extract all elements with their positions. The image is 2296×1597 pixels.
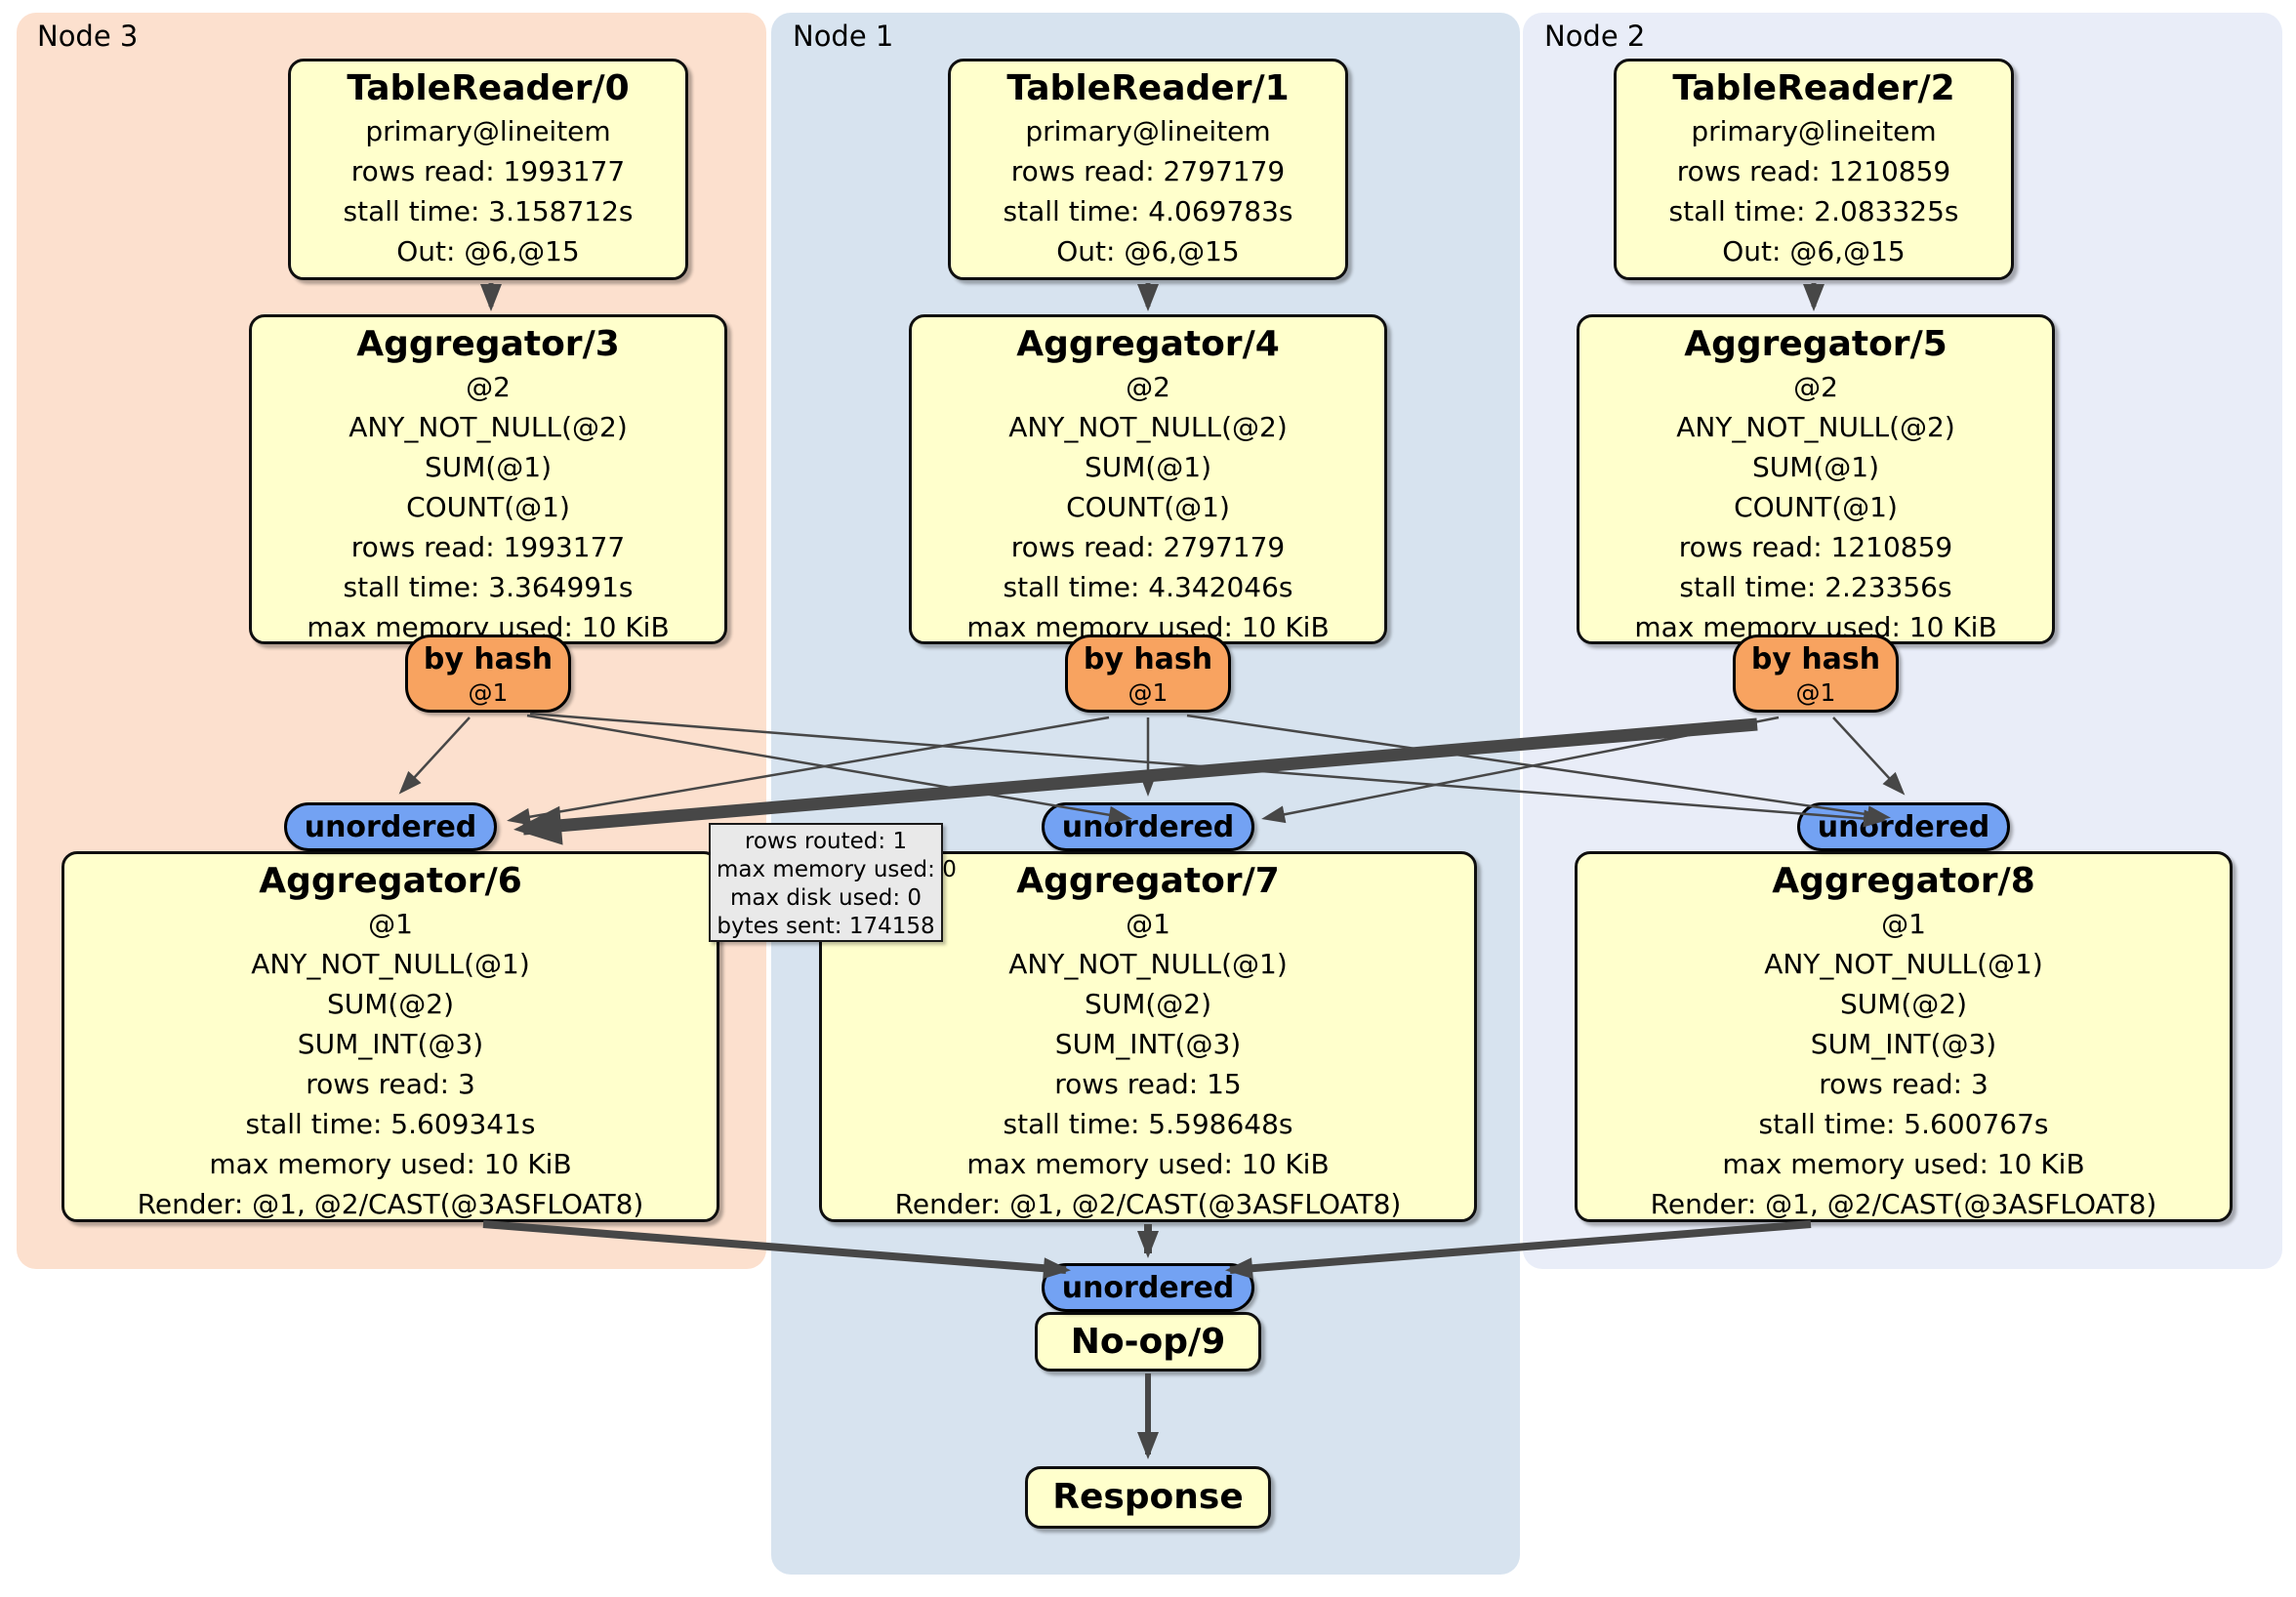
sync-unordered-node2: unordered xyxy=(1797,802,2010,851)
processor-line: stall time: 5.600767s xyxy=(1758,1108,2049,1140)
processor-line: ANY_NOT_NULL(@1) xyxy=(1008,948,1288,980)
processor-title: Aggregator/4 xyxy=(1016,324,1280,364)
processor-line: primary@lineitem xyxy=(1691,115,1937,147)
processor-title: Aggregator/5 xyxy=(1684,324,1948,364)
processor-line: rows read: 1993177 xyxy=(350,531,626,563)
processor-tablereader-2: TableReader/2 primary@lineitem rows read… xyxy=(1614,59,2014,280)
processor-line: stall time: 5.598648s xyxy=(1003,1108,1293,1140)
processor-line: @1 xyxy=(1126,908,1170,940)
router-detail: @1 xyxy=(468,678,509,707)
processor-title: Aggregator/7 xyxy=(1016,861,1280,901)
processor-title: Response xyxy=(1052,1477,1244,1517)
tooltip-line: bytes sent: 174158 xyxy=(717,914,935,939)
processor-line: ANY_NOT_NULL(@1) xyxy=(1764,948,2043,980)
processor-aggregator-4: Aggregator/4 @2 ANY_NOT_NULL(@2) SUM(@1)… xyxy=(909,314,1387,644)
processor-line: SUM_INT(@3) xyxy=(297,1028,484,1060)
processor-line: Out: @6,@15 xyxy=(1056,235,1240,267)
processor-line: rows read: 2797179 xyxy=(1010,531,1286,563)
processor-line: Out: @6,@15 xyxy=(396,235,580,267)
router-by-hash-node1: by hash @1 xyxy=(1065,635,1231,713)
processor-line: @1 xyxy=(1881,908,1926,940)
processor-line: ANY_NOT_NULL(@2) xyxy=(348,411,628,443)
processor-title: Aggregator/6 xyxy=(259,861,522,901)
processor-line: SUM(@2) xyxy=(1084,988,1212,1020)
processor-line: rows read: 3 xyxy=(306,1068,475,1100)
processor-line: Render: @1, @2/CAST(@3ASFLOAT8) xyxy=(137,1188,644,1220)
processor-line: Render: @1, @2/CAST(@3ASFLOAT8) xyxy=(894,1188,1402,1220)
processor-line: stall time: 3.158712s xyxy=(343,195,634,227)
processor-line: SUM(@1) xyxy=(1084,451,1212,483)
node1-label: Node 1 xyxy=(793,20,894,53)
edge-stats-tooltip: rows routed: 1 max memory used: 0 max di… xyxy=(709,823,957,942)
router-label: by hash xyxy=(1750,642,1881,676)
processor-line: stall time: 4.069783s xyxy=(1003,195,1293,227)
processor-line: SUM_INT(@3) xyxy=(1810,1028,1997,1060)
processor-title: Aggregator/3 xyxy=(356,324,620,364)
processor-title: TableReader/2 xyxy=(1672,68,1955,108)
processor-line: ANY_NOT_NULL(@2) xyxy=(1676,411,1955,443)
processor-title: TableReader/1 xyxy=(1006,68,1290,108)
processor-line: max memory used: 10 KiB xyxy=(209,1148,572,1180)
processor-line: max memory used: 10 KiB xyxy=(1722,1148,2085,1180)
processor-line: COUNT(@1) xyxy=(1066,491,1230,523)
processor-line: SUM_INT(@3) xyxy=(1054,1028,1242,1060)
processor-tablereader-1: TableReader/1 primary@lineitem rows read… xyxy=(948,59,1348,280)
processor-line: @2 xyxy=(1126,371,1170,403)
tooltip-line: max disk used: 0 xyxy=(729,885,922,911)
processor-line: rows read: 1210859 xyxy=(1676,155,1951,187)
processor-noop-9: No-op/9 xyxy=(1035,1312,1261,1372)
processor-title: Aggregator/8 xyxy=(1772,861,2035,901)
processor-title: TableReader/0 xyxy=(347,68,630,108)
processor-line: ANY_NOT_NULL(@2) xyxy=(1008,411,1288,443)
router-detail: @1 xyxy=(1128,678,1168,707)
processor-aggregator-8: Aggregator/8 @1 ANY_NOT_NULL(@1) SUM(@2)… xyxy=(1575,851,2233,1222)
router-label: by hash xyxy=(423,642,554,676)
processor-line: @2 xyxy=(1793,371,1838,403)
processor-line: rows read: 3 xyxy=(1819,1068,1988,1100)
processor-line: stall time: 3.364991s xyxy=(343,571,634,603)
processor-line: rows read: 15 xyxy=(1054,1068,1242,1100)
tooltip-line: rows routed: 1 xyxy=(744,829,908,854)
processor-line: rows read: 1993177 xyxy=(350,155,626,187)
router-label: by hash xyxy=(1083,642,1213,676)
node2-label: Node 2 xyxy=(1544,20,1646,53)
processor-title: No-op/9 xyxy=(1070,1321,1226,1362)
processor-tablereader-0: TableReader/0 primary@lineitem rows read… xyxy=(288,59,688,280)
sync-unordered-node3: unordered xyxy=(284,802,497,851)
processor-line: ANY_NOT_NULL(@1) xyxy=(251,948,530,980)
processor-line: SUM(@1) xyxy=(1751,451,1880,483)
processor-line: COUNT(@1) xyxy=(1734,491,1898,523)
node3-label: Node 3 xyxy=(37,20,139,53)
processor-response: Response xyxy=(1025,1466,1271,1529)
processor-aggregator-5: Aggregator/5 @2 ANY_NOT_NULL(@2) SUM(@1)… xyxy=(1577,314,2055,644)
processor-line: @1 xyxy=(368,908,413,940)
processor-line: stall time: 5.609341s xyxy=(245,1108,536,1140)
processor-line: SUM(@2) xyxy=(326,988,455,1020)
sync-unordered-node1: unordered xyxy=(1042,802,1254,851)
processor-line: COUNT(@1) xyxy=(406,491,570,523)
processor-line: stall time: 2.083325s xyxy=(1668,195,1959,227)
router-by-hash-node2: by hash @1 xyxy=(1733,635,1899,713)
processor-line: primary@lineitem xyxy=(365,115,611,147)
processor-aggregator-3: Aggregator/3 @2 ANY_NOT_NULL(@2) SUM(@1)… xyxy=(249,314,727,644)
processor-line: rows read: 1210859 xyxy=(1678,531,1953,563)
processor-line: SUM(@1) xyxy=(424,451,553,483)
sync-unordered-final: unordered xyxy=(1042,1263,1254,1312)
processor-line: Out: @6,@15 xyxy=(1722,235,1906,267)
processor-line: stall time: 2.23356s xyxy=(1679,571,1952,603)
processor-line: @2 xyxy=(466,371,511,403)
processor-aggregator-6: Aggregator/6 @1 ANY_NOT_NULL(@1) SUM(@2)… xyxy=(62,851,719,1222)
processor-line: stall time: 4.342046s xyxy=(1003,571,1293,603)
processor-line: primary@lineitem xyxy=(1025,115,1271,147)
processor-line: rows read: 2797179 xyxy=(1010,155,1286,187)
processor-line: max memory used: 10 KiB xyxy=(966,1148,1330,1180)
tooltip-line: max memory used: 0 xyxy=(717,857,957,882)
router-by-hash-node3: by hash @1 xyxy=(405,635,571,713)
router-detail: @1 xyxy=(1795,678,1836,707)
processor-line: Render: @1, @2/CAST(@3ASFLOAT8) xyxy=(1650,1188,2157,1220)
processor-line: SUM(@2) xyxy=(1839,988,1968,1020)
